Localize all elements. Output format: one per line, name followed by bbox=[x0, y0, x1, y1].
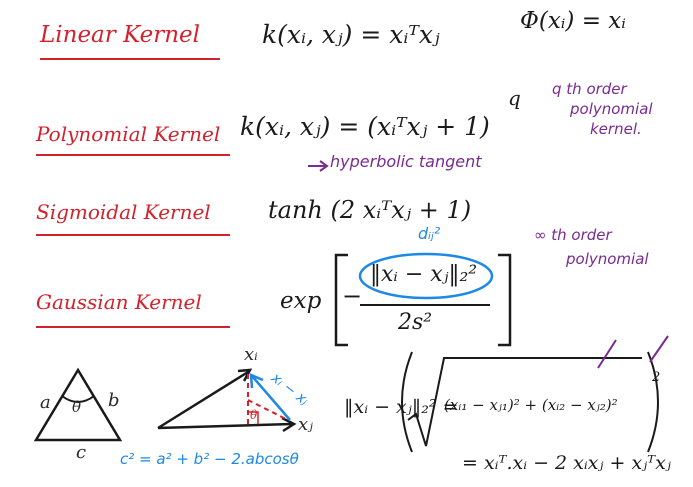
left-bracket bbox=[334, 253, 348, 347]
linear-feature-map: Φ(xᵢ) = xᵢ bbox=[520, 8, 626, 34]
cosine-law: c² = a² + b² − 2.abcosθ bbox=[120, 450, 299, 468]
norm-expansion: = xᵢᵀ.xᵢ − 2 xᵢxⱼ + xⱼᵀxⱼ bbox=[462, 452, 671, 474]
close-paren bbox=[647, 351, 659, 453]
sigmoidal-kernel-title: Sigmoidal Kernel bbox=[36, 200, 211, 224]
linear-kernel-title: Linear Kernel bbox=[40, 22, 201, 48]
polynomial-exponent: q bbox=[508, 86, 521, 110]
gaussian-exp-label: exp bbox=[280, 288, 322, 314]
poly-note-line-1: q th order bbox=[552, 80, 627, 98]
poly-note-line-3: kernel. bbox=[590, 120, 642, 138]
poly-note-line-2: polynomial bbox=[570, 100, 653, 118]
numerator-ellipse bbox=[358, 252, 494, 300]
outer-square-mark: 2 bbox=[652, 370, 661, 385]
gaussian-minus: − bbox=[342, 282, 363, 310]
triangle-angle-arc bbox=[61, 395, 95, 403]
vector-angle: θ bbox=[250, 408, 258, 422]
gaussian-note-line-1: ∞ th order bbox=[534, 226, 612, 244]
gaussian-note-line-2: polynomial bbox=[566, 250, 649, 268]
sigmoidal-underline bbox=[36, 234, 230, 236]
vector-xj bbox=[157, 422, 293, 430]
triangle-angle: θ bbox=[72, 398, 82, 416]
open-paren bbox=[401, 351, 413, 453]
linear-underline bbox=[40, 58, 220, 60]
triangle-side-c: c bbox=[76, 442, 87, 463]
linear-formula: k(xᵢ, xⱼ) = xᵢᵀxⱼ bbox=[262, 20, 440, 49]
triangle bbox=[33, 367, 123, 442]
gaussian-numerator: ‖xᵢ − xⱼ‖₂² bbox=[370, 262, 478, 287]
vector-diff bbox=[251, 375, 291, 421]
gaussian-annotation: dᵢⱼ² bbox=[418, 224, 441, 243]
vector-xj-label: xⱼ bbox=[298, 414, 313, 435]
right-bracket bbox=[498, 253, 512, 347]
polynomial-underline bbox=[36, 154, 230, 156]
cancel-stroke-1 bbox=[597, 339, 617, 369]
norm-lhs: ‖xᵢ − xⱼ‖₂² = bbox=[344, 396, 459, 418]
sigmoid-hint: hyperbolic tangent bbox=[330, 152, 482, 171]
fraction-bar bbox=[360, 304, 490, 306]
triangle-side-b: b bbox=[108, 390, 120, 411]
triangle-side-a: a bbox=[40, 392, 51, 413]
vector-xi bbox=[157, 370, 249, 430]
gaussian-underline bbox=[36, 326, 230, 328]
polynomial-formula: k(xᵢ, xⱼ) = (xᵢᵀxⱼ + 1) bbox=[240, 112, 490, 141]
vector-xi-label: xᵢ bbox=[244, 344, 258, 365]
gaussian-denominator: 2s² bbox=[398, 310, 433, 335]
norm-inside: (xᵢ₁ − xⱼ₁)² + (xᵢ₂ − xⱼ₂)² bbox=[444, 396, 618, 414]
sigmoid-formula: tanh (2 xᵢᵀxⱼ + 1) bbox=[268, 196, 472, 224]
sqrt-sign bbox=[407, 357, 642, 447]
gaussian-kernel-title: Gaussian Kernel bbox=[36, 290, 202, 314]
cancel-stroke-2 bbox=[649, 335, 669, 363]
polynomial-kernel-title: Polynomial Kernel bbox=[36, 122, 221, 146]
